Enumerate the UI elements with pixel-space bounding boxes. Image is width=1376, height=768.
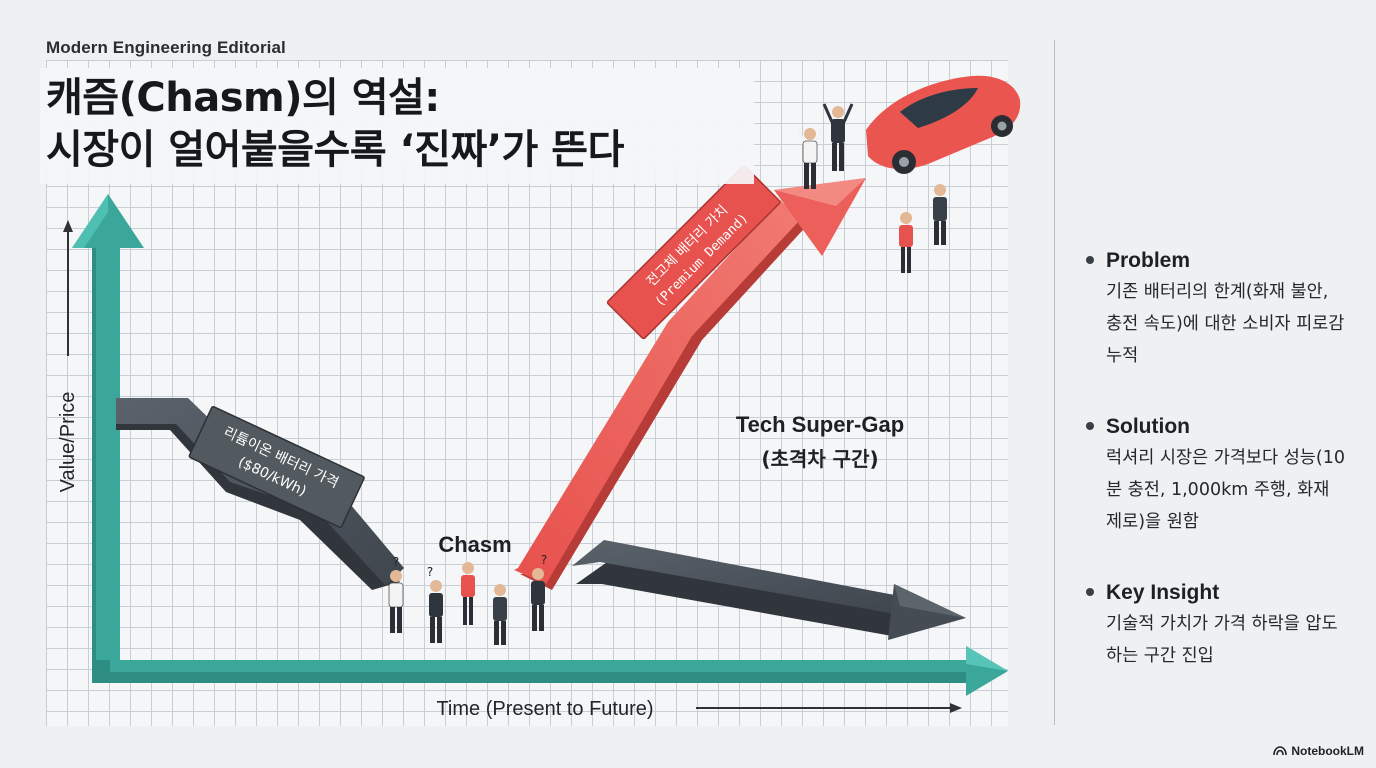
svg-text:?: ?: [427, 565, 433, 579]
lower-trend-arrow: [572, 540, 966, 640]
solid-state-value-arrow: [514, 178, 866, 590]
chasm-diagram: Value/Price Time (Present to Future) 리튬이…: [57, 75, 1021, 720]
sports-car: [866, 75, 1021, 174]
person-figure: [796, 127, 824, 189]
person-figure: ?: [388, 555, 404, 633]
sidebar-item-text: 기존 배터리의 한계(화재 불안, 충전 속도)에 대한 소비자 피로감 누적: [1106, 282, 1345, 366]
sidebar-item-heading: Solution: [1106, 415, 1190, 438]
page-title-line1: 캐즘(Chasm)의 역설:: [46, 75, 440, 121]
svg-text:?: ?: [393, 555, 399, 569]
notebooklm-logo-icon: [1273, 746, 1288, 756]
person-figure: [899, 212, 913, 273]
person-figure: ?: [427, 565, 443, 643]
sidebar-item-text: 럭셔리 시장은 가격보다 성능(10분 충전, 1,000km 주행, 화재 제…: [1106, 448, 1345, 532]
page-title-line2: 시장이 얼어붙을수록 ‘진짜’가 뜬다: [46, 127, 624, 173]
person-figure: ?: [531, 553, 547, 631]
y-label-arrow: [63, 220, 73, 356]
y-axis-label: Value/Price: [57, 392, 79, 493]
kicker-label: Modern Engineering Editorial: [46, 38, 286, 58]
insight-sidebar: Problem 기존 배터리의 한계(화재 불안, 충전 속도)에 대한 소비자…: [1084, 246, 1354, 712]
super-gap-label-line1: Tech Super-Gap: [736, 412, 904, 437]
brand-label: NotebookLM: [1291, 744, 1364, 758]
bullet-icon: [1086, 588, 1094, 596]
svg-text:?: ?: [541, 553, 547, 567]
sidebar-item-heading: Key Insight: [1106, 581, 1220, 604]
person-figure: [493, 584, 507, 645]
vertical-divider: [1054, 40, 1055, 725]
x-label-arrow: [696, 703, 962, 713]
notebooklm-brand: NotebookLM: [1273, 744, 1364, 758]
confused-people-illustration: ? ?: [388, 553, 547, 645]
super-gap-label-line2: (초격차 구간): [761, 447, 878, 471]
x-axis-arrow: [92, 646, 1008, 696]
bullet-icon: [1086, 422, 1094, 430]
bullet-icon: [1086, 256, 1094, 264]
person-figure: [822, 103, 854, 171]
sidebar-item-heading: Problem: [1106, 249, 1191, 272]
x-axis-label: Time (Present to Future): [436, 698, 653, 720]
person-figure: [461, 562, 475, 625]
sidebar-item-key-insight: Key Insight 기술적 가치가 가격 하락을 압도하는 구간 진입: [1084, 578, 1354, 672]
sidebar-item-problem: Problem 기존 배터리의 한계(화재 불안, 충전 속도)에 대한 소비자…: [1084, 246, 1354, 372]
y-axis-arrow: [72, 194, 144, 683]
chasm-label: Chasm: [438, 532, 511, 557]
title-block: 캐즘(Chasm)의 역설: 시장이 얼어붙을수록 ‘진짜’가 뜬다: [40, 68, 754, 184]
person-figure: [933, 184, 947, 245]
celebrating-people-illustration: [796, 75, 1021, 273]
sidebar-item-solution: Solution 럭셔리 시장은 가격보다 성능(10분 충전, 1,000km…: [1084, 412, 1354, 538]
sidebar-item-text: 기술적 가치가 가격 하락을 압도하는 구간 진입: [1106, 614, 1338, 666]
li-ion-price-arrow: [116, 398, 404, 590]
